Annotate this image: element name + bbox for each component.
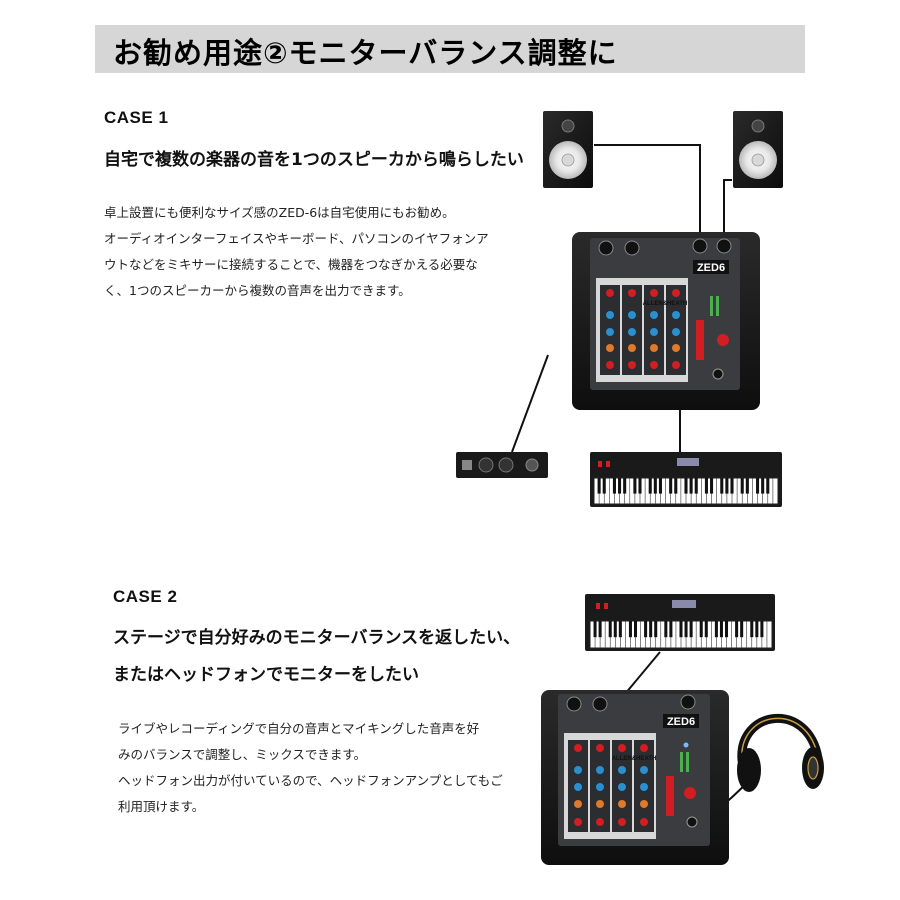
case1-desc-line: オーディオインターフェイスやキーボード、パソコンのイヤフォンア	[104, 231, 489, 246]
case1-description: 卓上設置にも便利なサイズ感のZED-6は自宅使用にもお勧め。 オーディオインター…	[104, 200, 489, 304]
case2-description: ライブやレコーディングで自分の音声とマイキングした音声を好 みのバランスで調整し…	[118, 716, 503, 820]
case2-desc-line: ライブやレコーディングで自分の音声とマイキングした音声を好	[118, 721, 480, 736]
case1-desc-line: く、1つのスピーカーから複数の音声を出力できます。	[104, 283, 411, 298]
mixer-model-badge: ZED6	[697, 262, 725, 274]
audio-interface	[456, 452, 548, 478]
mixer-zed6-case1: ZED6 ALLEN&HEATH	[572, 232, 760, 410]
studio-monitor-left	[543, 111, 593, 188]
section-banner: お勧め用途②モニターバランス調整に	[95, 25, 805, 73]
case1-label: CASE 1	[104, 108, 169, 127]
headphones	[737, 714, 824, 792]
mixer-zed6-case2: ZED6 ALLEN&HEATH	[541, 690, 729, 865]
keyboard-synth-case1	[590, 452, 782, 507]
studio-monitor-right	[733, 111, 783, 188]
case2-desc-line: 利用頂けます。	[118, 799, 205, 814]
case2-label: CASE 2	[113, 587, 178, 606]
mixer-model-badge: ZED6	[667, 716, 695, 728]
case1-desc-line: 卓上設置にも便利なサイズ感のZED-6は自宅使用にもお勧め。	[104, 205, 455, 220]
case2-desc-line: みのバランスで調整し、ミックスできます。	[118, 747, 367, 762]
section-title: お勧め用途②モニターバランス調整に	[113, 36, 618, 70]
mixer-brand: ALLEN&HEATH	[612, 756, 657, 762]
case2-desc-line: ヘッドフォン出力が付いているので、ヘッドフォンアンプとしてもご	[118, 773, 503, 788]
case2-title-line1: ステージで自分好みのモニターバランスを返したい、	[113, 628, 521, 648]
case1-desc-line: ウトなどをミキサーに接続することで、機器をつなぎかえる必要な	[104, 257, 478, 272]
case2-title-line2: またはヘッドフォンでモニターをしたい	[113, 665, 419, 685]
keyboard-synth-case2	[585, 594, 775, 651]
mixer-brand: ALLEN&HEATH	[643, 301, 688, 307]
case1-title: 自宅で複数の楽器の音を1つのスピーカから鳴らしたい	[104, 150, 524, 170]
